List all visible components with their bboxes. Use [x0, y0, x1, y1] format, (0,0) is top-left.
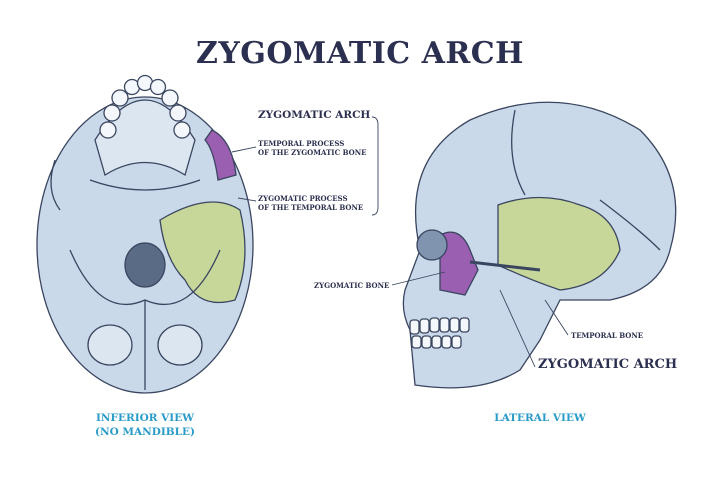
label-zygomatic-process-line2: OF THE TEMPORAL BONE	[258, 203, 364, 212]
label-zygomatic-arch-group: ZYGOMATIC ARCH	[258, 109, 371, 121]
label-zygomatic-process-line1: ZYGOMATIC PROCESS	[258, 194, 348, 203]
zygomatic-process-temporal	[159, 201, 246, 304]
label-zygomatic-bone: ZYGOMATIC BONE	[314, 281, 390, 290]
label-zygomatic-arch: ZYGOMATIC ARCH	[538, 357, 678, 372]
label-temporal-process-line1: TEMPORAL PROCESS	[258, 139, 345, 148]
bracket	[371, 116, 379, 216]
zygomatic-bone	[439, 231, 479, 296]
inferior-view-subtitle: (NO MANDIBLE)	[95, 426, 195, 438]
lateral-view-caption: LATERAL VIEW	[494, 412, 586, 424]
label-temporal-bone: TEMPORAL BONE	[571, 331, 644, 340]
inferior-view-title: INFERIOR VIEW	[96, 412, 194, 424]
diagram-title: ZYGOMATIC ARCH	[195, 36, 525, 71]
inferior-view-skull	[36, 74, 254, 394]
label-temporal-process-line2: OF THE ZYGOMATIC BONE	[258, 148, 367, 157]
temporal-process-zygomatic	[204, 129, 237, 181]
temporal-bone	[497, 196, 621, 291]
lateral-view-skull	[402, 101, 677, 389]
inferior-view-caption: INFERIOR VIEW (NO MANDIBLE)	[65, 411, 225, 439]
leader-lines	[231, 116, 569, 368]
